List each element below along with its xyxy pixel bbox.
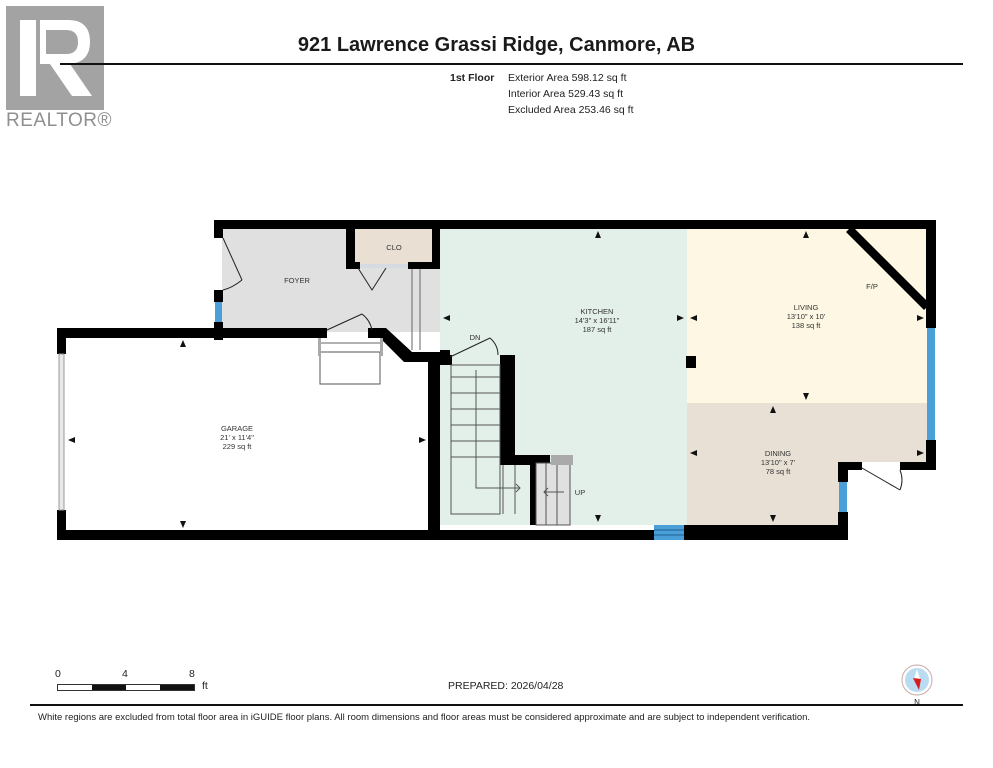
compass-north-label: N <box>914 698 920 707</box>
staircase <box>450 364 571 526</box>
dining-dims: 13'10" x 7' <box>761 458 796 467</box>
compass-icon: N <box>900 664 934 707</box>
fireplace-label: F/P <box>866 282 878 291</box>
realtor-logo <box>6 6 106 110</box>
stairs-down-label: DN <box>470 333 481 342</box>
living-room <box>687 228 927 403</box>
kitchen-label: KITCHEN <box>581 307 614 316</box>
kitchen-area: 187 sq ft <box>583 325 613 334</box>
garage-label: GARAGE <box>221 424 253 433</box>
disclaimer-text: White regions are excluded from total fl… <box>38 712 811 723</box>
excluded-area: Excluded Area 253.46 sq ft <box>508 104 634 116</box>
page-title: 921 Lawrence Grassi Ridge, Canmore, AB <box>297 34 696 56</box>
realtor-wordmark: REALTOR® <box>6 110 112 131</box>
scale-unit: ft <box>202 680 208 692</box>
stairs-up-label: UP <box>575 488 585 497</box>
dimension-markers <box>68 231 924 528</box>
scale-tick-8: 8 <box>189 668 195 680</box>
closet-room <box>354 229 434 264</box>
windows <box>215 302 935 540</box>
dining-label: DINING <box>765 449 791 458</box>
title-divider <box>60 63 963 65</box>
scale-tick-0: 0 <box>55 668 61 680</box>
dining-area: 78 sq ft <box>766 467 792 476</box>
floor-label: 1st Floor <box>450 72 495 84</box>
garage-dims: 21' x 11'4" <box>220 433 254 442</box>
prepared-date: PREPARED: 2026/04/28 <box>448 680 564 692</box>
kitchen-dims: 14'3" x 16'11" <box>575 316 620 325</box>
footer-divider <box>30 704 963 706</box>
living-area: 138 sq ft <box>792 321 822 330</box>
exterior-area: Exterior Area 598.12 sq ft <box>508 72 627 84</box>
living-dims: 13'10" x 10' <box>787 312 826 321</box>
scale-bar-graphic <box>57 684 195 691</box>
garage-area: 229 sq ft <box>223 442 253 451</box>
closet-label: CLO <box>386 243 402 252</box>
foyer-label: FOYER <box>284 276 310 285</box>
door-swings <box>222 237 903 491</box>
scale-tick-4: 4 <box>122 668 128 680</box>
walls <box>57 220 936 540</box>
garage-door <box>58 353 65 511</box>
interior-area: Interior Area 529.43 sq ft <box>508 88 623 100</box>
living-label: LIVING <box>794 303 819 312</box>
realtor-r-mark <box>6 6 104 110</box>
